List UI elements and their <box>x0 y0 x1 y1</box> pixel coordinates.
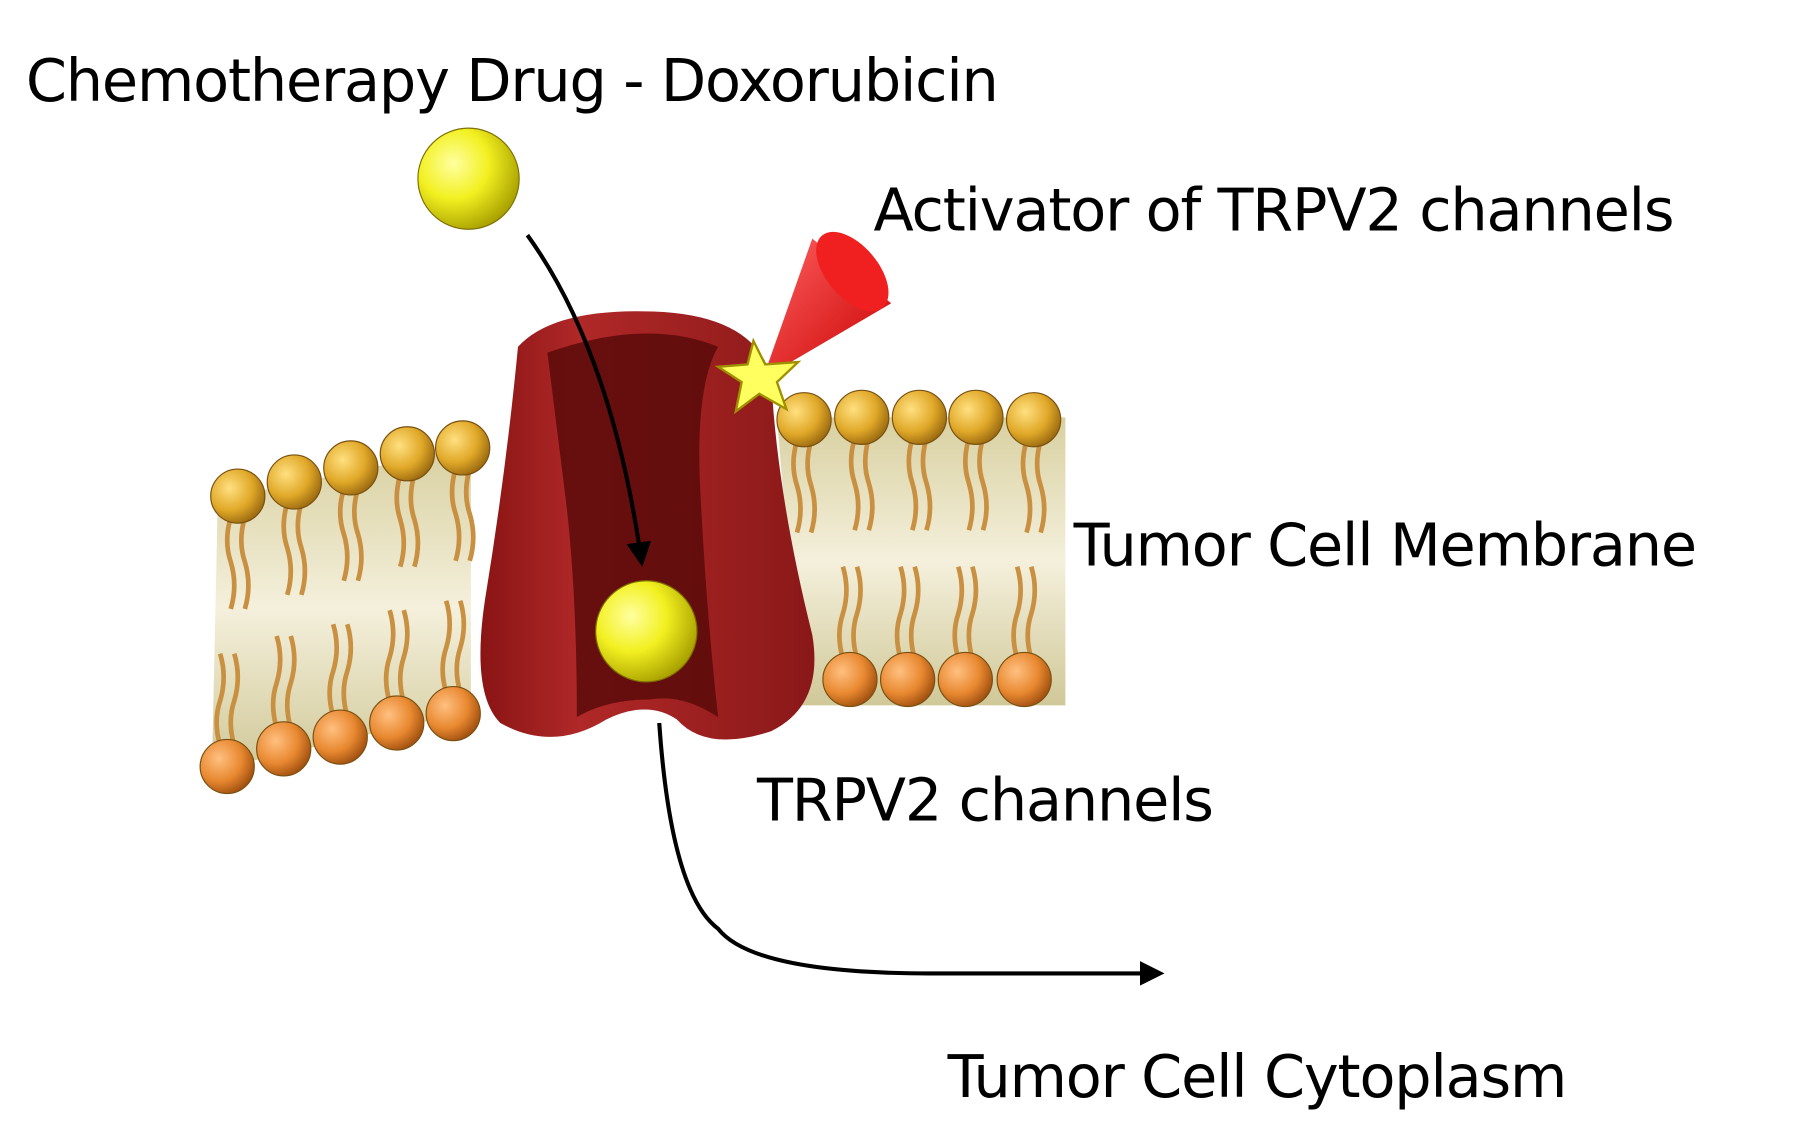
channel-label: TRPV2 channels <box>756 766 1213 835</box>
entry-arrow <box>525 233 652 567</box>
lipid-tail <box>214 652 227 747</box>
lipid-head <box>937 651 993 708</box>
lipid-tail <box>1020 440 1033 534</box>
lipid-tail <box>837 565 849 660</box>
lipid-head <box>210 468 266 524</box>
lipid-tail <box>449 468 462 562</box>
lipid-tail <box>408 474 421 568</box>
lipid-tail <box>397 609 410 703</box>
drug-molecule-outside <box>417 127 520 230</box>
drug-molecule-inside <box>595 580 698 683</box>
lipid-tail <box>906 437 919 531</box>
lipid-head <box>891 389 948 445</box>
lipid-tail <box>337 488 350 582</box>
lipid-tail <box>284 635 297 729</box>
lipid-tail <box>1025 565 1038 660</box>
lipid-head <box>266 454 322 510</box>
lipid-tail <box>281 502 294 596</box>
lipid-tail <box>327 623 340 717</box>
activator-cone-base <box>816 231 889 312</box>
drug-label: Chemotherapy Drug - Doxorubicin <box>26 46 998 115</box>
lipid-head <box>834 389 890 445</box>
lipid-tail <box>1034 440 1047 534</box>
lipid-tails <box>214 437 1047 747</box>
lipid-head <box>369 695 425 751</box>
membrane-right <box>776 417 1066 706</box>
lipid-head <box>323 440 379 496</box>
lipid-tail <box>791 440 803 534</box>
activator-cone <box>762 238 892 379</box>
lipid-head <box>996 651 1052 708</box>
lipid-head <box>199 738 255 795</box>
activator-label: Activator of TRPV2 channels <box>874 175 1674 244</box>
lipid-head <box>434 420 491 476</box>
lipid-head <box>312 709 368 765</box>
membrane-label: Tumor Cell Membrane <box>1073 511 1696 580</box>
lipid-tail <box>962 437 975 531</box>
lipid-tail <box>977 437 989 531</box>
lipid-head <box>256 721 312 777</box>
lipid-tail <box>952 565 965 660</box>
lipid-heads <box>199 389 1062 795</box>
activation-star-icon <box>714 337 802 415</box>
lipid-tail <box>270 635 283 729</box>
lipid-tail <box>383 609 396 703</box>
lipid-tail <box>341 623 354 717</box>
lipid-head <box>425 685 481 742</box>
lipid-head <box>948 389 1004 445</box>
lipid-tail <box>440 600 453 694</box>
lipid-tail <box>908 565 921 660</box>
lipid-tail <box>454 600 467 694</box>
lipid-head <box>776 392 832 448</box>
lipid-head <box>379 426 435 482</box>
cytoplasm-label: Tumor Cell Cytoplasm <box>947 1042 1567 1111</box>
lipid-tail <box>463 468 476 562</box>
lipid-tail <box>848 437 861 531</box>
lipid-tail <box>351 488 364 582</box>
lipid-tail <box>805 440 817 534</box>
exit-arrow <box>657 722 1165 986</box>
lipid-tail <box>894 565 907 660</box>
lipid-tail <box>228 652 241 747</box>
lipid-head <box>1005 392 1062 448</box>
lipid-tail <box>851 565 863 660</box>
lipid-tail <box>394 474 407 568</box>
lipid-head <box>879 651 936 708</box>
lipid-tail <box>224 516 237 610</box>
lipid-tail <box>238 516 251 610</box>
lipid-tail <box>295 502 308 596</box>
lipid-head <box>822 651 878 708</box>
lipid-tail <box>1011 565 1024 660</box>
lipid-tail <box>862 437 875 531</box>
lipid-tail <box>920 437 933 531</box>
lipid-tail <box>966 565 979 660</box>
